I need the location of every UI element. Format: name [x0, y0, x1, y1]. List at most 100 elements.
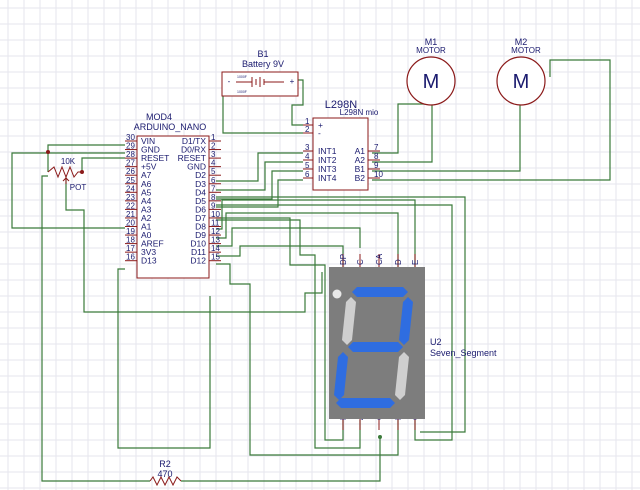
nano-pin-name: A3: [141, 204, 152, 214]
wire-seg-a: [216, 219, 361, 449]
pot-junction-dot: [46, 150, 50, 154]
pot-junction-dot-2: [80, 170, 84, 174]
driver-pin-number: 2: [305, 125, 310, 134]
nano-pin-number: 23: [126, 193, 135, 202]
resistor-r2[interactable]: R2 470: [149, 459, 182, 487]
driver-pin-number: 6: [305, 170, 310, 179]
wire-gnd: [11, 152, 125, 229]
wire-m2-b: [372, 59, 611, 181]
battery-value: Battery 9V: [242, 59, 284, 69]
nano-pin-name: A4: [141, 196, 152, 206]
wire-seg-b: [216, 217, 344, 441]
wire-battery-plus: [291, 79, 304, 126]
nano-pin-name: D8: [195, 222, 206, 232]
driver-pin-number: 10: [374, 170, 383, 179]
segment-f: [342, 297, 356, 345]
nano-pin-number: 27: [126, 159, 135, 168]
nano-pin-name: A7: [141, 170, 152, 180]
nano-pin-number: 3: [211, 150, 216, 159]
segment-a: [352, 287, 408, 297]
nano-pin-number: 8: [211, 193, 216, 202]
nano-pin-name: D5: [195, 196, 206, 206]
nano-pin-name: +5V: [141, 162, 157, 172]
nano-pin-number: 26: [126, 167, 135, 176]
nano-pin-number: 18: [126, 236, 135, 245]
wire-battery-minus: [222, 80, 303, 134]
wire-m1-b: [372, 101, 433, 163]
battery-cells-icon: [236, 77, 284, 87]
nano-pin-number: 25: [126, 176, 135, 185]
driver-pin-number: 4: [305, 152, 310, 161]
nano-body: [136, 135, 210, 279]
nano-pin-name: A2: [141, 213, 152, 223]
motor1-icon: [406, 56, 456, 106]
wire-seg-d: [216, 212, 399, 268]
wire-seg-c: [216, 227, 361, 248]
driver-ref: L298N: [325, 99, 357, 111]
driver-value: L298N mio: [340, 108, 379, 117]
driver-body: [312, 117, 369, 191]
nano-pin-number: 29: [126, 142, 135, 151]
battery-cell-label-2: 1000F: [237, 90, 247, 94]
driver-pin-name: -: [318, 128, 321, 138]
motor2-value: MOTOR: [511, 46, 541, 55]
nano-pin-name: D1/TX: [182, 136, 206, 146]
battery-ref: B1: [257, 49, 268, 59]
nano-pin-name: D6: [195, 204, 206, 214]
nano-pin-number: 14: [211, 244, 220, 253]
nano-pin-name: A1: [141, 222, 152, 232]
wire-seg-f: [216, 263, 399, 456]
nano-pin-number: 7: [211, 184, 216, 193]
nano-pin-name: D12: [190, 256, 206, 266]
nano-pin-number: 10: [211, 210, 220, 219]
nano-pin-number: 21: [126, 210, 135, 219]
motor1-symbol: M: [423, 71, 440, 93]
seg-top-pin-label: E: [411, 260, 420, 265]
nano-pin-name: D10: [190, 239, 206, 249]
r2-value: 470: [157, 469, 172, 479]
driver-pin-name: INT2: [318, 155, 337, 165]
wire-pot-right: [81, 157, 125, 172]
nano-pin-number: 19: [126, 227, 135, 236]
nano-pin-number: 24: [126, 184, 135, 193]
motor1-ref: M1: [425, 37, 438, 47]
nano-pin-name: D9: [195, 230, 206, 240]
nano-pin-name: D13: [141, 256, 157, 266]
nano-pin-number: 15: [211, 253, 220, 262]
nano-pin-name: D11: [191, 247, 206, 257]
nano-right-pins: 1D1/TX2D0/RX3RESET4GND5D26D37D48D59D610D…: [178, 133, 221, 266]
wire-int4: [216, 179, 303, 208]
nano-pin-name: D4: [195, 187, 206, 197]
battery[interactable]: B1 Battery 9V - + 1000F 1000F: [221, 49, 299, 97]
battery-cell-label-1: 1000F: [237, 75, 247, 79]
nano-pin-number: 16: [126, 253, 135, 262]
motor2-ref: M2: [515, 37, 528, 47]
driver-pin-name: B1: [355, 164, 366, 174]
wire-seg-g2: [216, 196, 466, 433]
segment-b: [399, 297, 413, 345]
wire-seg-dp: [216, 245, 344, 268]
nano-pin-number: 12: [211, 227, 220, 236]
segment-g: [348, 342, 403, 352]
nano-pin-number: 1: [211, 133, 216, 142]
battery-minus-label: -: [228, 77, 231, 86]
motor-m1[interactable]: M1 MOTOR M: [406, 37, 456, 106]
nano-ref: MOD4: [146, 112, 172, 122]
driver-pin-number: 3: [305, 143, 310, 152]
potentiometer[interactable]: 10K POT: [46, 150, 86, 192]
wire-pot-wiper: [65, 176, 323, 313]
resistor-zigzag-icon: [149, 475, 182, 487]
wire-m1-a: [372, 103, 430, 154]
motor-m2[interactable]: M2 MOTOR M: [496, 37, 546, 106]
nano-pin-number: 5: [211, 167, 216, 176]
wire-m2-a: [372, 102, 521, 172]
nano-pin-number: 28: [126, 150, 135, 159]
nano-pin-number: 9: [211, 201, 216, 210]
r2-ref: R2: [159, 459, 171, 469]
nano-pin-number: 11: [211, 219, 220, 228]
wire-int2: [216, 161, 303, 191]
